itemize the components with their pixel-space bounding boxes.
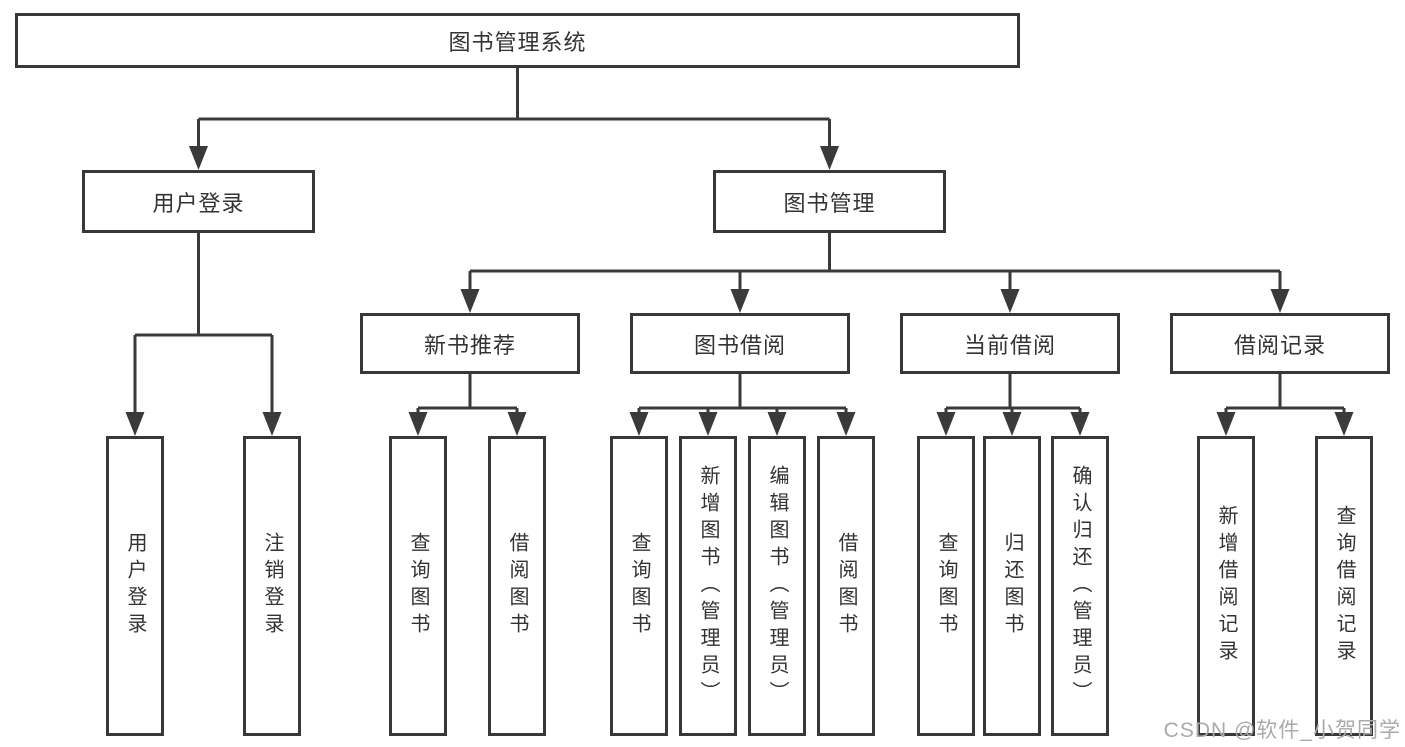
arrowhead-icon bbox=[507, 412, 527, 436]
node-new-book-recommend: 新书推荐 bbox=[360, 313, 580, 374]
arrowhead-icon bbox=[936, 412, 956, 436]
leaf-return-book: 归还图书 bbox=[983, 436, 1041, 736]
arrowhead-icon bbox=[408, 412, 428, 436]
node-label: 当前借阅 bbox=[963, 332, 1056, 358]
arrowhead-icon bbox=[1334, 412, 1354, 436]
node-label: 用户登录 bbox=[124, 532, 146, 640]
node-label: 确认归还（管理员） bbox=[1069, 464, 1091, 708]
arrowhead-icon bbox=[730, 289, 750, 313]
connector-borrow-records-children bbox=[1216, 373, 1354, 436]
node-book-management: 图书管理 bbox=[713, 170, 946, 233]
node-label: 归还图书 bbox=[1001, 532, 1023, 640]
arrowhead-icon bbox=[189, 146, 208, 170]
node-user-login: 用户登录 bbox=[82, 170, 315, 233]
node-label: 图书管理系统 bbox=[448, 29, 587, 55]
leaf-query-books-borrow: 查询图书 bbox=[610, 436, 668, 736]
arrowhead-icon bbox=[836, 412, 856, 436]
arrowhead-icon bbox=[1270, 289, 1290, 313]
leaf-borrow-books-borrow: 借阅图书 bbox=[817, 436, 875, 736]
node-book-borrow: 图书借阅 bbox=[630, 313, 850, 374]
node-label: 新增借阅记录 bbox=[1215, 505, 1237, 667]
connector-new-book-children bbox=[408, 373, 527, 436]
leaf-confirm-return-admin: 确认归还（管理员） bbox=[1051, 436, 1109, 736]
node-label: 查询图书 bbox=[935, 532, 957, 640]
connector-book-management-children bbox=[460, 233, 1290, 313]
node-label: 借阅图书 bbox=[835, 532, 857, 640]
node-label: 查询图书 bbox=[407, 532, 429, 640]
node-label: 查询图书 bbox=[628, 532, 650, 640]
arrowhead-icon bbox=[1070, 412, 1090, 436]
node-label: 用户登录 bbox=[152, 190, 245, 216]
connector-user-login-children bbox=[125, 233, 282, 436]
csdn-watermark: CSDN @软件_小贺同学 bbox=[1163, 719, 1401, 742]
arrowhead-icon bbox=[767, 412, 787, 436]
arrowhead-icon bbox=[125, 412, 145, 436]
arrowhead-icon bbox=[820, 146, 839, 170]
arrowhead-icon bbox=[1216, 412, 1236, 436]
leaf-edit-book-admin: 编辑图书（管理员） bbox=[748, 436, 806, 736]
arrowhead-icon bbox=[460, 289, 480, 313]
node-label: 图书管理 bbox=[783, 190, 876, 216]
node-label: 新增图书（管理员） bbox=[697, 464, 719, 708]
node-current-borrow: 当前借阅 bbox=[900, 313, 1120, 374]
leaf-logout: 注销登录 bbox=[243, 436, 301, 736]
arrowhead-icon bbox=[1002, 412, 1022, 436]
node-label: 注销登录 bbox=[261, 532, 283, 640]
leaf-query-borrow-record: 查询借阅记录 bbox=[1315, 436, 1373, 736]
node-library-management-system: 图书管理系统 bbox=[15, 13, 1020, 68]
node-label: 图书借阅 bbox=[693, 332, 786, 358]
node-label: 新书推荐 bbox=[423, 332, 516, 358]
node-label: 借阅记录 bbox=[1233, 332, 1326, 358]
leaf-user-login: 用户登录 bbox=[106, 436, 164, 736]
arrowhead-icon bbox=[698, 412, 718, 436]
node-label: 编辑图书（管理员） bbox=[766, 464, 788, 708]
connector-root-to-level2 bbox=[189, 67, 839, 170]
connector-book-borrow-children bbox=[629, 373, 856, 436]
leaf-borrow-books-new: 借阅图书 bbox=[488, 436, 546, 736]
node-label: 查询借阅记录 bbox=[1333, 505, 1355, 667]
arrowhead-icon bbox=[1000, 289, 1020, 313]
leaf-query-books-new: 查询图书 bbox=[389, 436, 447, 736]
connector-current-borrow-children bbox=[936, 373, 1090, 436]
leaf-query-books-current: 查询图书 bbox=[917, 436, 975, 736]
node-borrow-records: 借阅记录 bbox=[1170, 313, 1390, 374]
arrowhead-icon bbox=[629, 412, 649, 436]
leaf-add-borrow-record: 新增借阅记录 bbox=[1197, 436, 1255, 736]
leaf-add-book-admin: 新增图书（管理员） bbox=[679, 436, 737, 736]
arrowhead-icon bbox=[262, 412, 282, 436]
node-label: 借阅图书 bbox=[506, 532, 528, 640]
